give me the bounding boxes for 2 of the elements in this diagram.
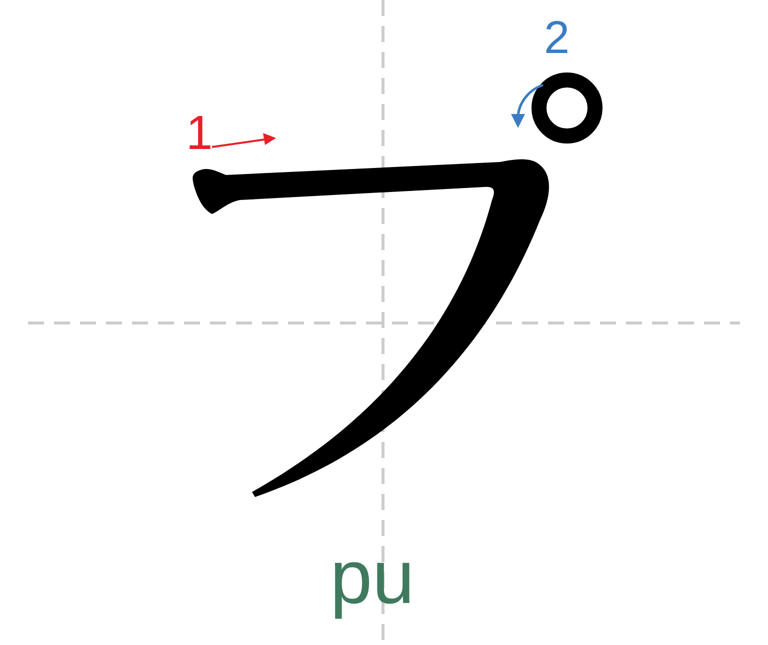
stroke-number: 1 — [186, 110, 213, 158]
stroke-number: 2 — [544, 14, 570, 60]
